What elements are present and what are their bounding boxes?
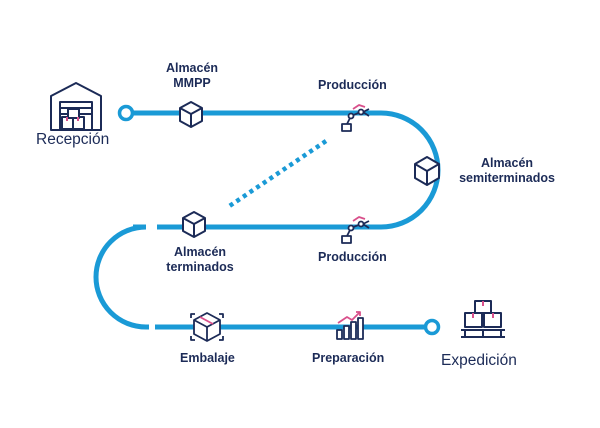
label-almacen-semiterminados: Almacén semiterminados: [455, 156, 559, 186]
label-almacen-term-line2: terminados: [166, 260, 234, 274]
label-almacen-semi-line1: Almacén: [480, 156, 534, 170]
dotted-connector: [226, 139, 328, 209]
box-icon: [179, 101, 203, 128]
label-preparacion: Preparación: [312, 351, 384, 366]
label-produccion-2: Producción: [318, 250, 387, 265]
label-expedicion-text: Expedición: [441, 352, 517, 369]
warehouse-icon: [50, 82, 102, 131]
label-embalaje: Embalaje: [180, 351, 235, 366]
label-almacen-mmpp-line1: Almacén: [165, 61, 219, 75]
label-almacen-mmpp-line2: MMPP: [173, 76, 211, 90]
end-node-circle: [423, 318, 441, 336]
box-icon: [182, 211, 206, 238]
label-produccion-1: Producción: [318, 78, 387, 93]
package-wrap-icon: [190, 312, 224, 342]
pallet-boxes-icon: [461, 300, 505, 338]
label-produccion-1-text: Producción: [318, 78, 387, 92]
label-expedicion: Expedición: [441, 352, 517, 369]
label-recepcion: Recepción: [36, 131, 110, 148]
label-almacen-terminados: Almacén terminados: [158, 245, 242, 275]
label-almacen-term-line1: Almacén: [173, 245, 227, 259]
label-preparacion-text: Preparación: [312, 351, 385, 365]
label-almacen-mmpp: Almacén MMPP: [159, 61, 225, 91]
label-recepcion-text: Recepción: [36, 131, 110, 148]
label-almacen-semi-line2: semiterminados: [459, 171, 555, 185]
robot-arm-icon: [341, 216, 370, 244]
label-produccion-2-text: Producción: [318, 250, 387, 264]
box-icon: [414, 156, 440, 186]
label-embalaje-text: Embalaje: [180, 351, 235, 365]
start-node-circle: [117, 104, 135, 122]
path-curve-left: [93, 224, 147, 330]
growth-chart-icon: [336, 311, 364, 340]
flow-path: [93, 110, 441, 330]
robot-arm-icon: [341, 104, 370, 132]
